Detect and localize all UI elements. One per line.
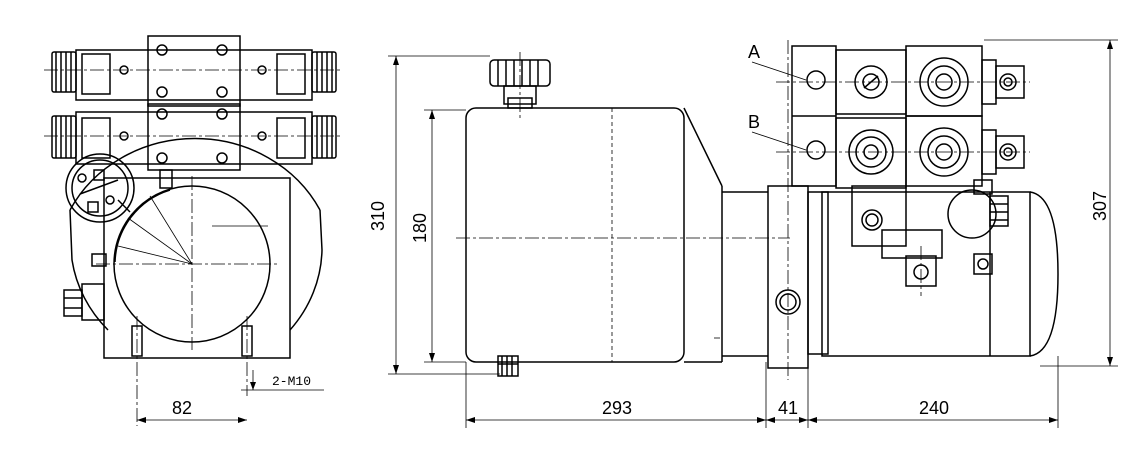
flange-width-label: 41	[778, 398, 798, 418]
tank-length-label: 293	[602, 398, 632, 418]
port-labels: A B	[748, 42, 807, 151]
lower-solenoid-valve	[44, 103, 340, 171]
dim-180: 180	[410, 109, 466, 363]
filler-cap	[489, 52, 551, 120]
bolt-spec-label: 2-M10	[272, 374, 311, 389]
total-height-label: 310	[368, 201, 388, 231]
tank-height-label: 180	[410, 213, 430, 243]
dim-310: 310	[368, 55, 500, 375]
bolt-callout: 2-M10	[241, 370, 324, 391]
side-fitting-left	[91, 253, 107, 267]
port-b-label: B	[748, 112, 760, 132]
dim-82: 82	[137, 398, 247, 423]
pump-motor	[807, 179, 1059, 357]
upper-solenoid-valve	[44, 35, 340, 107]
side-fitting-top	[159, 169, 173, 189]
side-view: 82 2-M10	[44, 35, 340, 426]
tank-drain-plug	[497, 355, 519, 377]
overall-height-right-label: 307	[1090, 191, 1110, 221]
oil-tank	[456, 107, 790, 363]
port-a-label: A	[748, 42, 760, 62]
side-bolt-spacing-label: 82	[172, 398, 192, 418]
valve-manifold	[776, 45, 1030, 189]
front-view: A B 310 180	[368, 39, 1118, 428]
dim-horizontal: 293 41 240	[465, 356, 1059, 428]
dim-307: 307	[984, 39, 1118, 367]
side-motor-body	[69, 137, 323, 359]
pressure-gauge	[65, 153, 135, 223]
side-drain-plug	[63, 283, 105, 321]
mounting-bolts	[131, 316, 253, 426]
motor-length-label: 240	[919, 398, 949, 418]
mounting-flange	[767, 40, 809, 380]
